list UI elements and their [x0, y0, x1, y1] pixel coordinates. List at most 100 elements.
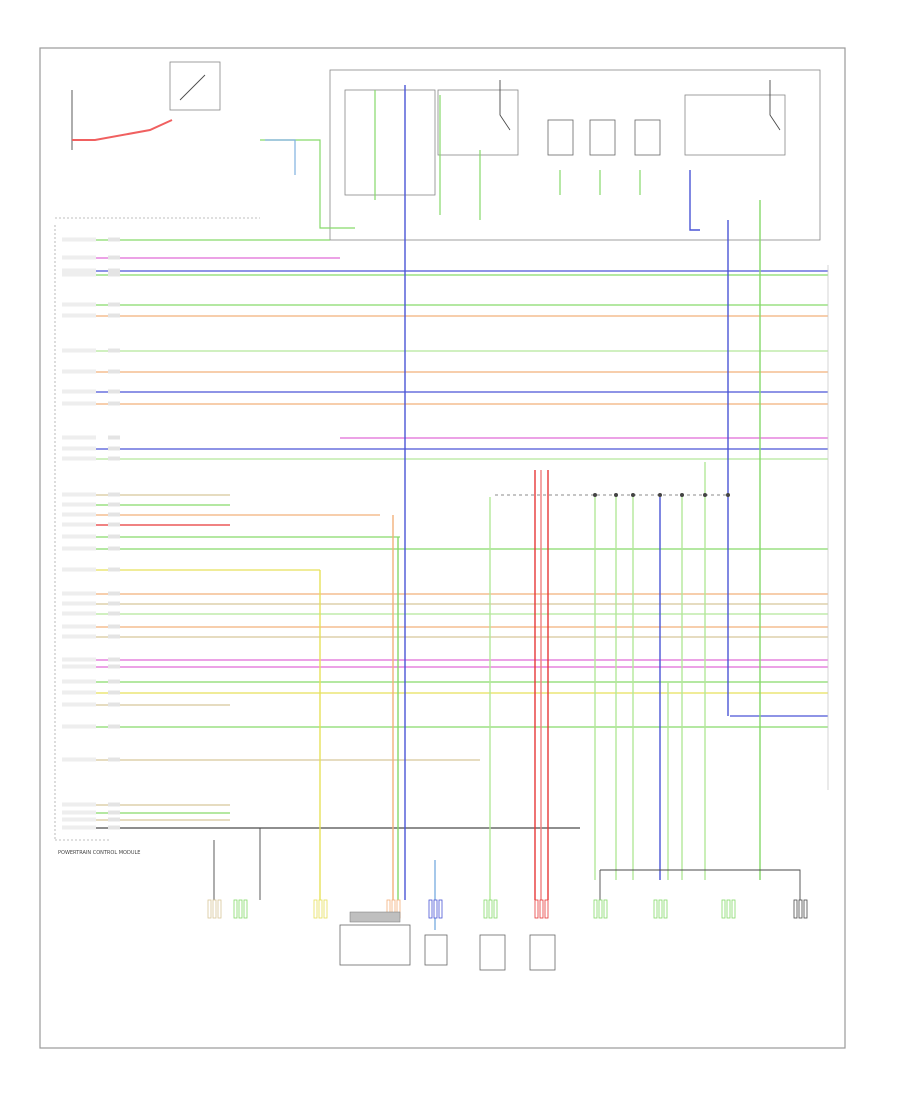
sensor-connector: [428, 899, 443, 919]
pin-labels: [62, 237, 120, 830]
pin-label-block: [62, 601, 96, 606]
sensor-connector: [483, 899, 498, 919]
switch-contact: [179, 74, 206, 101]
pin-number-block: [108, 272, 120, 277]
sensor-connector: [233, 899, 248, 919]
pin-number-block: [108, 810, 120, 815]
pin-terminal: [488, 899, 493, 919]
pin-label-block: [62, 624, 96, 629]
relay-box-left: [344, 89, 436, 196]
pin-terminal: [238, 899, 243, 919]
pin-terminal: [207, 899, 212, 919]
pin-label-block: [62, 611, 96, 616]
pin-label-block: [62, 591, 96, 596]
pin-label-block: [62, 802, 96, 807]
pin-terminal: [793, 899, 798, 919]
pin-number-block: [108, 817, 120, 822]
relay-b: [589, 119, 616, 156]
pin-label-block: [62, 313, 96, 318]
pin-number-block: [108, 690, 120, 695]
pin-label-block: [62, 664, 96, 669]
pin-label-block: [62, 810, 96, 815]
bus-wires: [70, 239, 828, 829]
pin-label-block: [62, 348, 96, 353]
pin-terminal: [243, 899, 248, 919]
pin-label-block: [62, 657, 96, 662]
pin-terminal: [493, 899, 498, 919]
pin-terminal: [428, 899, 433, 919]
module-left-edge: [54, 225, 110, 841]
pin-number-block: [108, 446, 120, 451]
pin-number-block: [108, 611, 120, 616]
pin-terminal: [663, 899, 668, 919]
pin-label-block: [62, 492, 96, 497]
pin-label-block: [62, 237, 96, 242]
pin-number-block: [108, 624, 120, 629]
pin-terminal: [593, 899, 598, 919]
pin-label-block: [62, 724, 96, 729]
pin-number-block: [108, 237, 120, 242]
pin-label-block: [62, 825, 96, 830]
sensor-components: [207, 899, 808, 919]
pin-label-block: [62, 389, 96, 394]
pin-terminal: [658, 899, 663, 919]
pin-terminal: [212, 899, 217, 919]
relay-feeds: [374, 90, 481, 220]
pin-label-block: [62, 522, 96, 527]
diagram-border: [39, 47, 846, 1049]
pin-number-block: [108, 567, 120, 572]
pin-number-block: [108, 401, 120, 406]
pin-terminal: [598, 899, 603, 919]
pin-number-block: [108, 825, 120, 830]
pin-label-block: [62, 690, 96, 695]
pin-label-block: [62, 546, 96, 551]
pin-number-block: [108, 268, 120, 273]
pin-number-block: [108, 255, 120, 260]
pin-number-block: [108, 389, 120, 394]
pin-label-block: [62, 268, 96, 273]
pin-terminal: [323, 899, 328, 919]
pin-number-block: [108, 546, 120, 551]
pin-number-block: [108, 724, 120, 729]
pin-number-block: [108, 302, 120, 307]
pin-number-block: [108, 534, 120, 539]
blue-relay-output: [689, 170, 700, 231]
pin-terminal: [483, 899, 488, 919]
fuse-right-a: [499, 80, 511, 131]
pin-label-block: [62, 369, 96, 374]
module-label: POWERTRAIN CONTROL MODULE: [58, 850, 140, 856]
pin-label-block: [62, 502, 96, 507]
pin-terminal: [313, 899, 318, 919]
sensor-connector: [207, 899, 222, 919]
green-loop: [260, 139, 355, 229]
pin-terminal: [539, 899, 544, 919]
ground-bus: [213, 828, 801, 900]
sensor-connector: [313, 899, 328, 919]
pin-label-block: [62, 757, 96, 762]
pin-label-block: [62, 512, 96, 517]
pin-number-block: [108, 757, 120, 762]
ignition-switch: [169, 61, 221, 111]
pin-terminal: [803, 899, 808, 919]
pin-number-block: [108, 435, 120, 440]
pin-number-block: [108, 369, 120, 374]
pin-number-block: [108, 657, 120, 662]
pin-number-block: [108, 522, 120, 527]
pin-label-block: [62, 817, 96, 822]
pin-terminal: [433, 899, 438, 919]
sensor-connector: [593, 899, 608, 919]
pin-number-block: [108, 679, 120, 684]
pin-number-block: [108, 664, 120, 669]
pin-terminal: [544, 899, 549, 919]
pin-terminal: [534, 899, 539, 919]
pin-number-block: [108, 512, 120, 517]
fuse-right-b: [769, 80, 781, 131]
pin-label-block: [62, 456, 96, 461]
pin-terminal: [318, 899, 323, 919]
pin-label-block: [62, 302, 96, 307]
pin-label-block: [62, 534, 96, 539]
pin-number-block: [108, 802, 120, 807]
red-power-feed: [72, 119, 173, 141]
pin-number-block: [108, 456, 120, 461]
